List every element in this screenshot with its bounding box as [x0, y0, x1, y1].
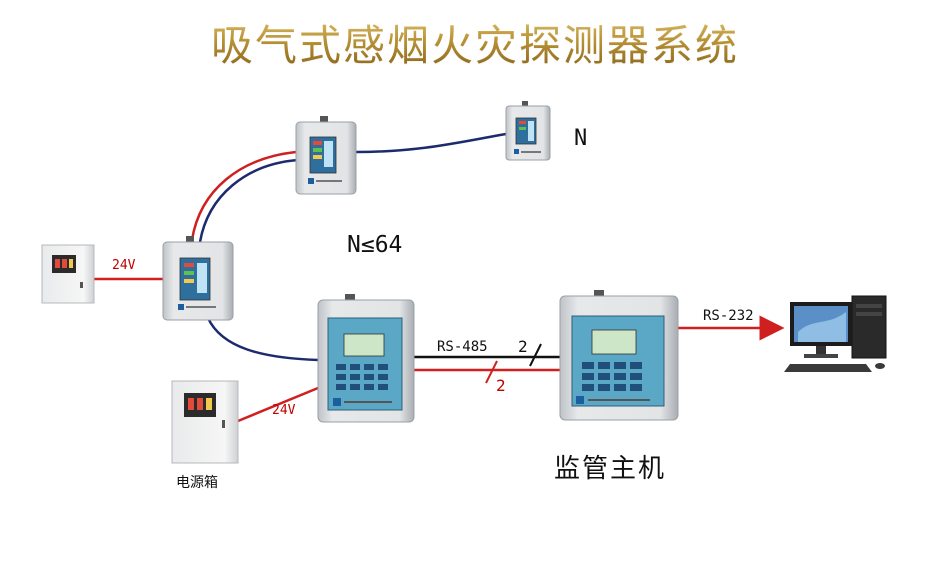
power-box-top — [41, 244, 95, 304]
detector-unit-1 — [162, 236, 234, 321]
label-rs232: RS-232 — [703, 308, 754, 324]
label-24v-bottom: 24V — [272, 403, 296, 418]
label-n-max: N≤64 — [347, 232, 403, 258]
label-n: N — [574, 126, 588, 151]
rs485-red-slash — [485, 360, 498, 384]
power-line-24v-bottom — [237, 386, 319, 423]
detector-unit-2 — [295, 116, 357, 195]
detector-unit-n — [505, 101, 551, 161]
controller-unit — [317, 294, 415, 423]
label-power-box: 电源箱 — [176, 475, 218, 491]
label-host: 监管主机 — [554, 454, 667, 484]
navy-cable-to-controller — [206, 317, 319, 362]
label-wire-count-red: 2 — [496, 376, 506, 395]
rs485-black-slash — [529, 343, 542, 367]
navy-cable-chain — [198, 158, 299, 243]
label-rs485: RS-485 — [437, 339, 488, 355]
host-unit — [559, 290, 679, 421]
cables — [94, 132, 785, 423]
power-box-bottom — [171, 380, 239, 464]
computer-workstation — [784, 295, 887, 372]
red-cable-chain — [190, 150, 297, 241]
navy-cable-n — [355, 132, 507, 154]
label-24v-top: 24V — [112, 258, 136, 273]
label-wire-count-black: 2 — [518, 337, 528, 356]
diagram-title: 吸气式感烟火灾探测器系统 — [0, 12, 950, 73]
